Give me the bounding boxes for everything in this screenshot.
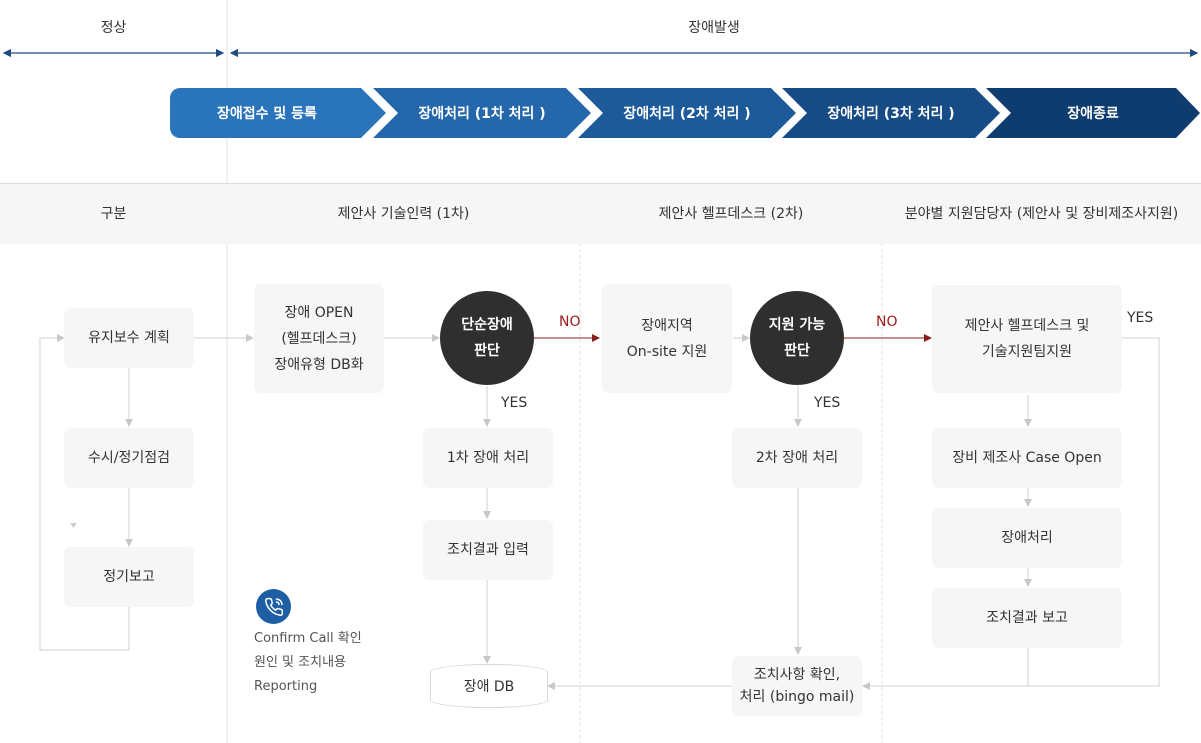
column-vendor-helpdesk: 제안사 헬프데스크 (2차) (658, 206, 804, 222)
stage-1: 장애접수 및 등록 (170, 88, 386, 138)
first-fault-handle-label: 1차 장애 처리 (446, 450, 530, 466)
action-confirm-box: 조치사항 확인, 처리 (bingo mail) (732, 656, 862, 716)
fault-open-line1: 장애 OPEN (284, 304, 354, 321)
maintenance-plan-label: 유지보수 계획 (88, 330, 170, 346)
simple-fault-decision-line1: 단순장애 (461, 317, 513, 333)
second-fault-handle-box: 2차 장애 처리 (732, 428, 862, 488)
column-header-band (0, 183, 1201, 244)
stage-3: 장애처리 (2차 처리 ) (578, 88, 796, 138)
case-open-box: 장비 제조사 Case Open (932, 428, 1122, 488)
onsite-support-line1: 장애지역 (641, 317, 693, 334)
column-field-support: 분야별 지원담당자 (제안사 및 장비제조사지원) (904, 206, 1179, 222)
inspection-label: 수시/정기점검 (88, 450, 170, 466)
simple-fault-decision-line2: 판단 (474, 343, 500, 359)
stage-3-label: 장애처리 (2차 처리 ) (623, 106, 751, 122)
stage-5-label: 장애종료 (1067, 106, 1119, 122)
fault-handle-box: 장애처리 (932, 508, 1122, 568)
stage-2-label: 장애처리 (1차 처리 ) (418, 106, 546, 122)
action-confirm-line1: 조치사항 확인, (753, 667, 841, 683)
no-label-2: NO (876, 314, 898, 330)
onsite-support-line2: On-site 지원 (626, 343, 708, 360)
phase-fault-label: 장애발생 (688, 20, 740, 36)
support-possible-decision: 지원 가능 판단 (750, 291, 844, 385)
maintenance-plan-box: 유지보수 계획 (64, 308, 194, 368)
helpdesk-tech-support-box: 제안사 헬프데스크 및 기술지원팀지원 (932, 285, 1122, 393)
yes-label-1: YES (501, 395, 528, 411)
yes-label-2: YES (814, 395, 841, 411)
result-input-label: 조치결과 입력 (447, 542, 529, 558)
inspection-box: 수시/정기점검 (64, 428, 194, 488)
support-possible-decision-line2: 판단 (784, 343, 810, 359)
phase-normal-label: 정상 (100, 20, 127, 36)
fault-open-line2: (헬프데스크) (281, 330, 357, 347)
no-label-1: NO (559, 314, 581, 330)
action-confirm-line2: 처리 (bingo mail) (739, 689, 855, 705)
regular-report-label: 정기보고 (103, 569, 155, 585)
column-category: 구분 (100, 206, 127, 222)
helpdesk-tech-support-line2: 기술지원팀지원 (981, 344, 1073, 360)
fault-open-line3: 장애유형 DB화 (274, 356, 364, 373)
fault-open-box: 장애 OPEN (헬프데스크) 장애유형 DB화 (254, 284, 384, 393)
case-open-label: 장비 제조사 Case Open (952, 450, 1102, 466)
confirm-call-note: Confirm Call 확인 원인 및 조치내용 Reporting (254, 627, 362, 699)
confirm-call-note-line1: Confirm Call 확인 (254, 631, 362, 646)
result-report-label: 조치결과 보고 (986, 610, 1068, 626)
support-possible-decision-line1: 지원 가능 (768, 317, 826, 333)
phone-call-icon (256, 589, 291, 624)
regular-report-box: 정기보고 (64, 547, 194, 607)
confirm-call-note-line3: Reporting (254, 679, 318, 694)
fault-handle-label: 장애처리 (1001, 530, 1053, 546)
stage-5: 장애종료 (986, 88, 1200, 138)
stage-2: 장애처리 (1차 처리 ) (373, 88, 591, 138)
stage-1-label: 장애접수 및 등록 (217, 106, 317, 122)
result-input-box: 조치결과 입력 (423, 520, 553, 580)
yes-label-3: YES (1127, 310, 1154, 326)
stage-4-label: 장애처리 (3차 처리 ) (827, 106, 955, 122)
first-fault-handle-box: 1차 장애 처리 (423, 428, 553, 488)
helpdesk-tech-support-line1: 제안사 헬프데스크 및 (964, 318, 1090, 334)
result-report-box: 조치결과 보고 (932, 588, 1122, 648)
column-vendor-tech: 제안사 기술인력 (1차) (337, 206, 470, 222)
second-fault-handle-label: 2차 장애 처리 (755, 450, 839, 466)
stage-4: 장애처리 (3차 처리 ) (782, 88, 1000, 138)
fault-db-cylinder: 장애 DB (430, 664, 548, 708)
confirm-call-note-line2: 원인 및 조치내용 (254, 655, 346, 670)
fault-db-label: 장애 DB (463, 679, 515, 695)
simple-fault-decision: 단순장애 판단 (440, 291, 534, 385)
onsite-support-box: 장애지역 On-site 지원 (602, 284, 732, 393)
